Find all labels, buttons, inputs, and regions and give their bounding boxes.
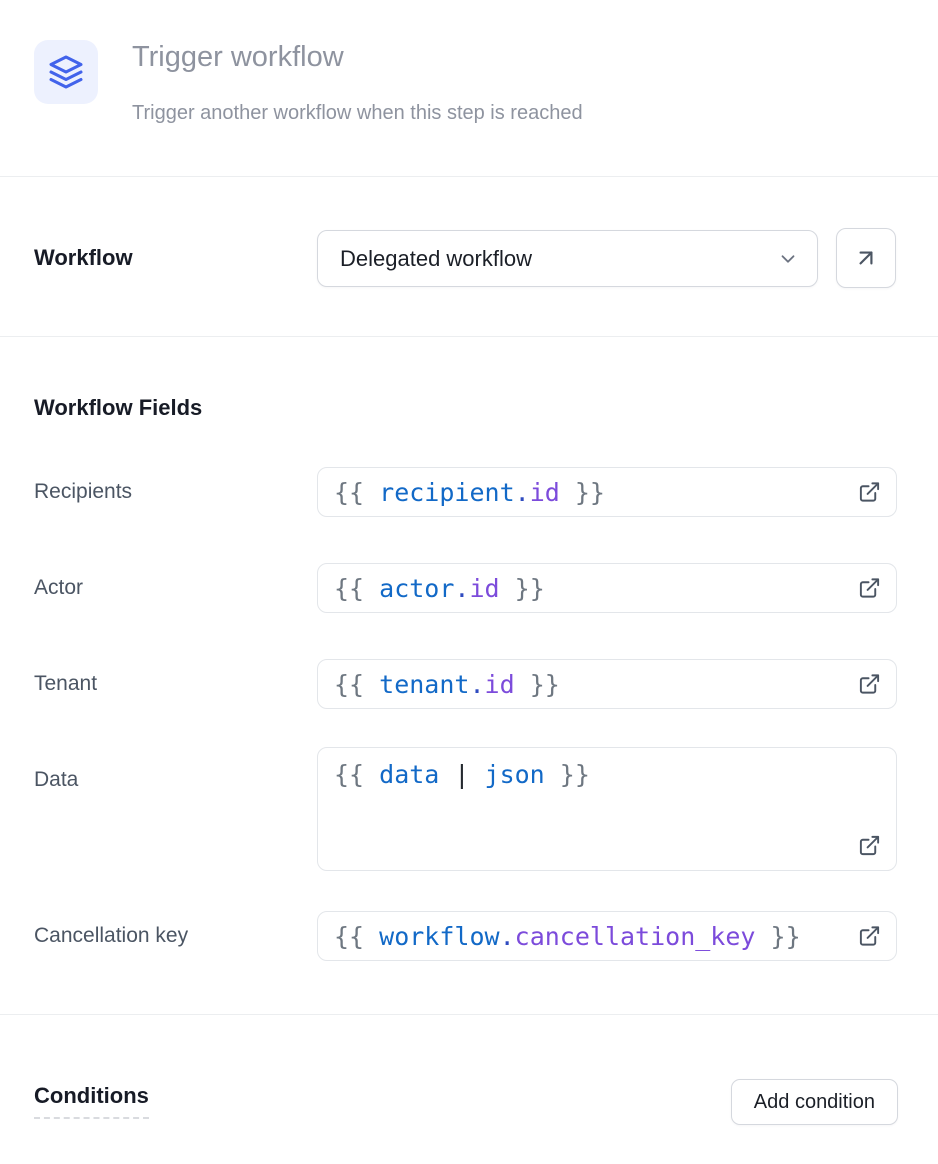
divider — [0, 176, 938, 177]
field-value-tenant: {{ tenant.id }} — [334, 669, 560, 699]
field-label-actor: Actor — [34, 576, 84, 599]
step-icon-box — [34, 40, 98, 104]
workflow-label: Workflow — [34, 245, 133, 270]
page-title: Trigger workflow — [132, 41, 344, 73]
field-row-actor: Actor {{ actor.id }} — [0, 563, 938, 613]
workflow-select[interactable]: Delegated workflow — [317, 230, 818, 287]
external-link-icon[interactable] — [858, 481, 881, 504]
add-condition-button[interactable]: Add condition — [730, 1079, 898, 1125]
conditions-heading: Conditions — [34, 1084, 149, 1119]
field-input-cancellation-key[interactable]: {{ workflow.cancellation_key }} — [317, 911, 897, 961]
field-row-cancellation-key: Cancellation key {{ workflow.cancellation… — [0, 911, 938, 961]
field-label-cancellation-key: Cancellation key — [34, 924, 189, 947]
field-row-tenant: Tenant {{ tenant.id }} — [0, 659, 938, 709]
field-input-actor[interactable]: {{ actor.id }} — [317, 563, 897, 613]
field-input-tenant[interactable]: {{ tenant.id }} — [317, 659, 897, 709]
arrow-up-right-icon — [853, 245, 879, 271]
field-label-data: Data — [34, 768, 79, 791]
field-value-cancellation-key: {{ workflow.cancellation_key }} — [334, 921, 801, 951]
layers-icon — [48, 54, 84, 90]
divider — [0, 336, 938, 337]
page-subtitle: Trigger another workflow when this step … — [132, 102, 583, 124]
field-row-data: Data {{ data | json }} — [0, 747, 938, 871]
field-input-data[interactable]: {{ data | json }} — [317, 747, 897, 871]
field-row-recipients: Recipients {{ recipient.id }} — [0, 467, 938, 517]
field-label-tenant: Tenant — [34, 672, 98, 695]
open-workflow-button[interactable] — [836, 228, 896, 288]
field-value-data: {{ data | json }} — [334, 760, 590, 789]
workflow-fields-heading: Workflow Fields — [34, 395, 203, 420]
chevron-down-icon — [777, 248, 799, 270]
field-value-recipients: {{ recipient.id }} — [334, 477, 605, 507]
external-link-icon[interactable] — [858, 925, 881, 948]
field-label-recipients: Recipients — [34, 480, 133, 503]
field-input-recipients[interactable]: {{ recipient.id }} — [317, 467, 897, 517]
field-value-actor: {{ actor.id }} — [334, 573, 545, 603]
external-link-icon[interactable] — [858, 834, 881, 857]
workflow-select-value: Delegated workflow — [340, 245, 532, 271]
external-link-icon[interactable] — [858, 673, 881, 696]
divider — [0, 1014, 938, 1015]
external-link-icon[interactable] — [858, 577, 881, 600]
